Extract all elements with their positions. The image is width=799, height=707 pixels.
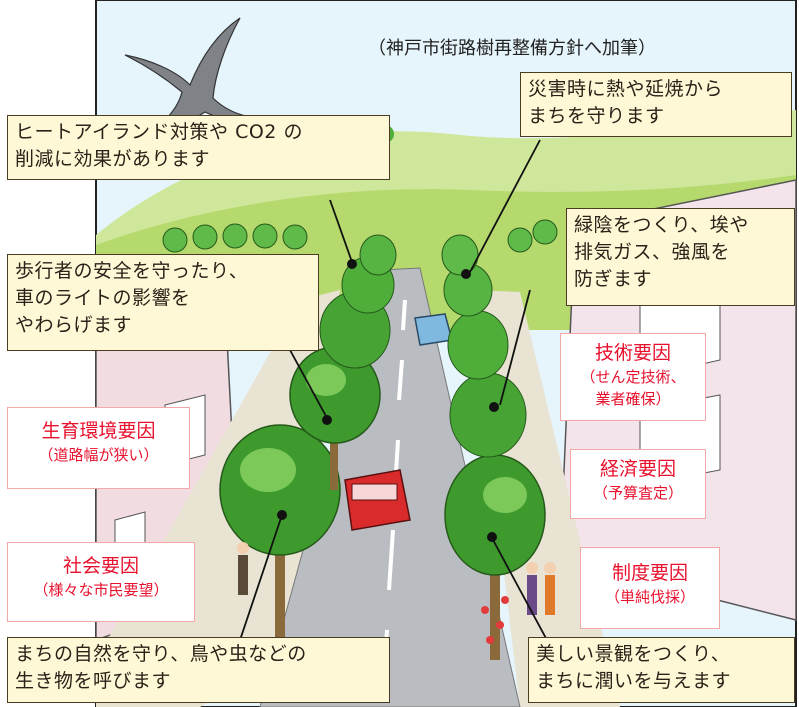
callout-line: 歩行者の安全を守ったり、 xyxy=(15,260,249,282)
factor-detail: （様々な市民要望） xyxy=(33,581,169,599)
factor-detail: （せん定技術、 xyxy=(580,368,686,386)
flower-bed xyxy=(481,596,509,644)
factor-title: 経済要因 xyxy=(599,458,676,480)
leader-lines xyxy=(234,139,556,656)
callout-line: ヒートアイランド対策や CO2 の xyxy=(15,121,303,143)
callout-line: やわらげます xyxy=(15,314,133,336)
factor-title: 社会要因 xyxy=(62,555,139,577)
factor-detail: （単純伐採） xyxy=(604,588,695,606)
callout-line: 排気ガス、強風を xyxy=(574,241,731,263)
factor-title: 技術要因 xyxy=(594,342,671,364)
callout-shade: 緑陰をつくり、埃や 排気ガス、強風を 防ぎます xyxy=(566,208,795,306)
source-caption: （神戸市街路樹再整備方針へ加筆） xyxy=(368,38,656,59)
factor-growing-environment: 生育環境要因 （道路幅が狭い） xyxy=(7,407,190,489)
blue-car xyxy=(414,313,453,346)
factor-detail: （予算査定） xyxy=(592,484,683,502)
callout-pedestrian-safety: 歩行者の安全を守ったり、 車のライトの影響を やわらげます xyxy=(7,254,319,351)
callout-line: 緑陰をつくり、埃や xyxy=(574,214,749,236)
factor-economic: 経済要因 （予算査定） xyxy=(570,449,706,519)
callout-fire-protection: 災害時に熱や延焼から まちを守ります xyxy=(520,72,792,137)
factor-system: 制度要因 （単純伐採） xyxy=(580,547,720,629)
callout-line: 災害時に熱や延焼から xyxy=(528,78,724,100)
factor-detail: 業者確保） xyxy=(595,390,671,408)
factor-detail: （道路幅が狭い） xyxy=(38,446,159,464)
callout-line: まちを守ります xyxy=(528,105,665,127)
callout-line: 美しい景観をつくり、 xyxy=(536,643,731,665)
right-tree-row xyxy=(441,234,546,660)
callout-line: まちに潤いを与えます xyxy=(536,670,732,692)
callout-line: 生き物を呼びます xyxy=(15,670,172,692)
factor-title: 生育環境要因 xyxy=(41,420,156,442)
left-tree-row xyxy=(219,234,397,650)
distant-trees xyxy=(162,219,558,253)
callout-heat-island: ヒートアイランド対策や CO2 の 削減に効果があります xyxy=(7,115,390,180)
callout-landscape: 美しい景観をつくり、 まちに潤いを与えます xyxy=(528,637,795,703)
factor-title: 制度要因 xyxy=(611,562,688,584)
leader-dots xyxy=(277,259,499,542)
callout-line: まちの自然を守り、鳥や虫などの xyxy=(15,643,307,665)
factor-social: 社会要因 （様々な市民要望） xyxy=(7,542,195,622)
callout-line: 防ぎます xyxy=(574,268,653,290)
callout-nature: まちの自然を守り、鳥や虫などの 生き物を呼びます xyxy=(7,637,390,703)
factor-technical: 技術要因 （せん定技術、 業者確保） xyxy=(560,333,706,421)
red-car xyxy=(344,469,411,531)
pedestrians xyxy=(237,542,556,615)
callout-line: 削減に効果があります xyxy=(15,148,211,170)
callout-line: 車のライトの影響を xyxy=(15,287,191,309)
